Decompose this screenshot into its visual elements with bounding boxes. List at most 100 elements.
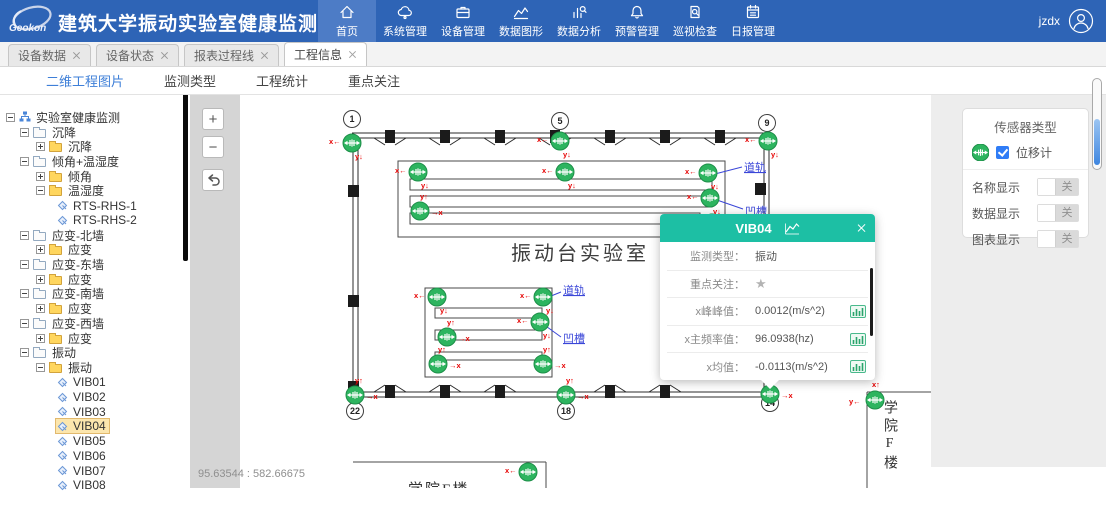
tree-item[interactable]: 振动	[0, 360, 190, 375]
tree-item[interactable]: 应变	[0, 242, 190, 257]
vibration-sensor-marker[interactable]: y↑→x	[556, 376, 590, 405]
data-display-toggle[interactable]: 关	[1037, 204, 1079, 222]
tree-item[interactable]: 应变-北墙	[0, 228, 190, 243]
tab-device-status[interactable]: 设备状态	[96, 44, 180, 66]
scrollbar-thumb[interactable]	[1094, 119, 1100, 165]
close-icon[interactable]	[160, 51, 169, 60]
nav-item-system[interactable]: 系统管理	[376, 0, 434, 42]
collapse-icon[interactable]	[20, 157, 29, 167]
tree-item-vib01[interactable]: VIB01	[0, 375, 190, 390]
vibration-sensor-marker[interactable]: x←y↓	[687, 188, 721, 216]
subtab-project-stats[interactable]: 工程统计	[256, 74, 309, 89]
rail-link[interactable]: 道轨	[563, 283, 585, 297]
zoom-out-button[interactable]: −	[202, 136, 224, 158]
expand-icon[interactable]	[36, 274, 45, 284]
tree-item-vib08[interactable]: VIB08	[0, 478, 190, 493]
tree-item[interactable]: 应变	[0, 301, 190, 316]
vibration-sensor-marker[interactable]: x←y↓	[395, 162, 429, 190]
checkbox-checked[interactable]	[996, 146, 1009, 159]
collapse-icon[interactable]	[20, 230, 29, 240]
collapse-icon[interactable]	[20, 348, 29, 358]
subtab-key-focus[interactable]: 重点关注	[348, 74, 401, 89]
chart-icon[interactable]	[784, 222, 800, 235]
zoom-in-button[interactable]: +	[202, 108, 224, 130]
tree-item-vib03[interactable]: VIB03	[0, 404, 190, 419]
tree-item-vib07[interactable]: VIB07	[0, 463, 190, 478]
collapse-icon[interactable]	[6, 112, 15, 122]
expand-icon[interactable]	[36, 171, 45, 181]
tree-item[interactable]: 应变-南墙	[0, 287, 190, 301]
close-icon[interactable]	[72, 51, 81, 60]
close-icon[interactable]	[856, 223, 866, 233]
tree-item[interactable]: 倾角	[0, 169, 190, 184]
vibration-sensor-marker[interactable]: x←y↓	[520, 287, 554, 315]
tree-item[interactable]: 应变-西墙	[0, 316, 190, 331]
subtab-monitor-type[interactable]: 监测类型	[164, 74, 217, 89]
tree-item[interactable]: 应变	[0, 331, 190, 346]
collapse-icon[interactable]	[36, 186, 45, 196]
nav-item-daily-report[interactable]: 日报管理	[724, 0, 782, 42]
expand-icon[interactable]	[36, 142, 45, 152]
nav-item-home[interactable]: 首页	[318, 0, 376, 42]
popup-scrollbar[interactable]	[870, 268, 873, 336]
vibration-sensor-marker[interactable]: y↑→x	[410, 192, 444, 221]
close-icon[interactable]	[260, 51, 269, 60]
tree-item[interactable]: 倾角+温湿度	[0, 154, 190, 169]
mini-chart-icon[interactable]	[850, 360, 866, 374]
expand-icon[interactable]	[36, 304, 45, 314]
collapse-icon[interactable]	[20, 318, 29, 328]
vibration-sensor-marker[interactable]: y↑→x	[533, 345, 567, 374]
mini-chart-icon[interactable]	[850, 304, 866, 318]
tree-item[interactable]: 应变-东墙	[0, 257, 190, 272]
tree-item-vib06[interactable]: VIB06	[0, 449, 190, 464]
vibration-sensor-marker[interactable]: x←y↓	[745, 131, 779, 159]
tree-item-vib04-selected[interactable]: VIB04	[0, 418, 190, 435]
tree-item[interactable]: 温湿度	[0, 184, 190, 198]
vibration-sensor-marker[interactable]: x←y↓	[685, 163, 719, 191]
undo-button[interactable]	[202, 169, 224, 191]
tab-device-data[interactable]: 设备数据	[8, 44, 92, 66]
vibration-sensor-marker[interactable]: x←y↓	[329, 133, 363, 161]
tab-project-info[interactable]: 工程信息	[284, 42, 368, 66]
tree-item-vib02[interactable]: VIB02	[0, 390, 190, 405]
nav-item-data-graph[interactable]: 数据图形	[492, 0, 550, 42]
tree-item[interactable]: 沉降	[0, 125, 190, 140]
vibration-sensor-marker[interactable]: x←y↓	[537, 131, 571, 159]
mini-chart-icon[interactable]	[850, 332, 866, 346]
rail-link[interactable]: 道轨	[744, 160, 766, 174]
name-display-toggle[interactable]: 关	[1037, 178, 1079, 196]
star-icon[interactable]: ★	[755, 275, 767, 291]
vibration-sensor-marker[interactable]: y↑→x	[428, 345, 462, 374]
tree-scrollbar[interactable]	[183, 17, 188, 261]
vibration-sensor-marker[interactable]: x←y↓	[414, 287, 448, 315]
tree-item[interactable]: 振动	[0, 346, 190, 360]
collapse-icon[interactable]	[20, 289, 29, 299]
close-icon[interactable]	[348, 50, 357, 59]
tree-item[interactable]: RTS-RHS-2	[0, 213, 190, 228]
groove-link[interactable]: 凹槽	[563, 332, 585, 345]
tab-report-process[interactable]: 报表过程线	[184, 44, 280, 66]
tree-item-root[interactable]: 实验室健康监测	[0, 110, 190, 125]
tree-item[interactable]: 沉降	[0, 139, 190, 154]
expand-icon[interactable]	[36, 333, 45, 343]
expand-icon[interactable]	[36, 245, 45, 255]
collapse-icon[interactable]	[20, 260, 29, 270]
page-scrollbar[interactable]	[1092, 78, 1102, 170]
collapse-icon[interactable]	[20, 127, 29, 137]
nav-item-alerts[interactable]: 预警管理	[608, 0, 666, 42]
nav-item-inspection[interactable]: 巡视检查	[666, 0, 724, 42]
tree-item[interactable]: RTS-RHS-1	[0, 198, 190, 213]
chart-display-toggle[interactable]: 关	[1037, 230, 1079, 248]
avatar[interactable]	[1068, 8, 1094, 34]
vibration-sensor-marker[interactable]: x←y↓	[542, 162, 576, 190]
vibration-sensor-marker[interactable]: y↑→x	[437, 318, 471, 347]
tree-item[interactable]: 应变	[0, 272, 190, 287]
vibration-sensor-marker[interactable]: y↑→x	[345, 376, 379, 405]
vibration-sensor-marker[interactable]: x←y↓	[517, 312, 551, 340]
vibration-sensor-marker[interactable]: y←x↑	[849, 380, 885, 410]
vibration-sensor-marker[interactable]: x←	[505, 462, 538, 482]
tree-item-vib05[interactable]: VIB05	[0, 434, 190, 449]
collapse-icon[interactable]	[36, 363, 45, 373]
subtab-2d-drawing[interactable]: 二维工程图片	[46, 74, 125, 89]
nav-item-devices[interactable]: 设备管理	[434, 0, 492, 42]
